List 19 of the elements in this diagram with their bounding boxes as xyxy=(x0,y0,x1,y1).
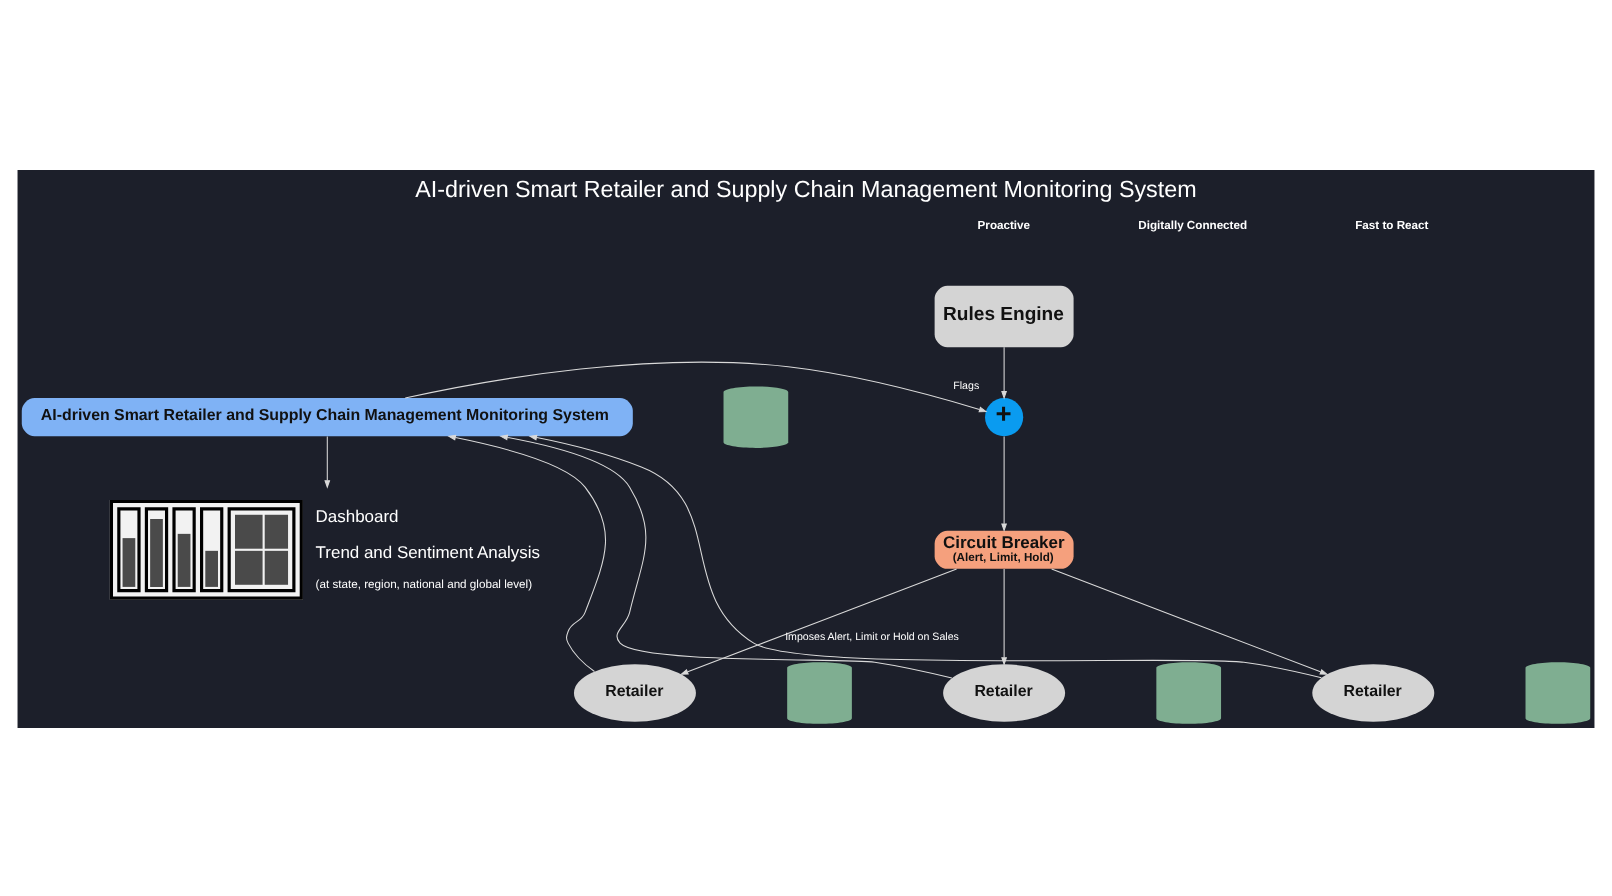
arrow xyxy=(1001,567,1008,665)
node-label: Dashboard xyxy=(315,504,399,525)
arrow xyxy=(1001,434,1008,531)
arrow xyxy=(324,434,331,488)
node-cylinder xyxy=(723,385,789,447)
diagram-title: AI-driven Smart Retailer and Supply Chain Management Monitoring System xyxy=(415,176,1197,203)
arrow xyxy=(447,433,607,672)
node-label: Trend and Sentiment Analysis xyxy=(315,540,541,561)
arrow xyxy=(1001,345,1008,399)
node-cylinder xyxy=(787,661,852,723)
node-cylinder xyxy=(1156,661,1222,723)
arrow xyxy=(679,567,958,674)
arrow xyxy=(1051,567,1329,674)
node-circle: + xyxy=(985,397,1024,436)
node-box: Rules Engine xyxy=(934,284,1074,347)
arrow xyxy=(499,433,953,678)
arrow xyxy=(528,433,1322,678)
node-cylinder xyxy=(1525,661,1591,723)
arrow xyxy=(404,360,988,412)
